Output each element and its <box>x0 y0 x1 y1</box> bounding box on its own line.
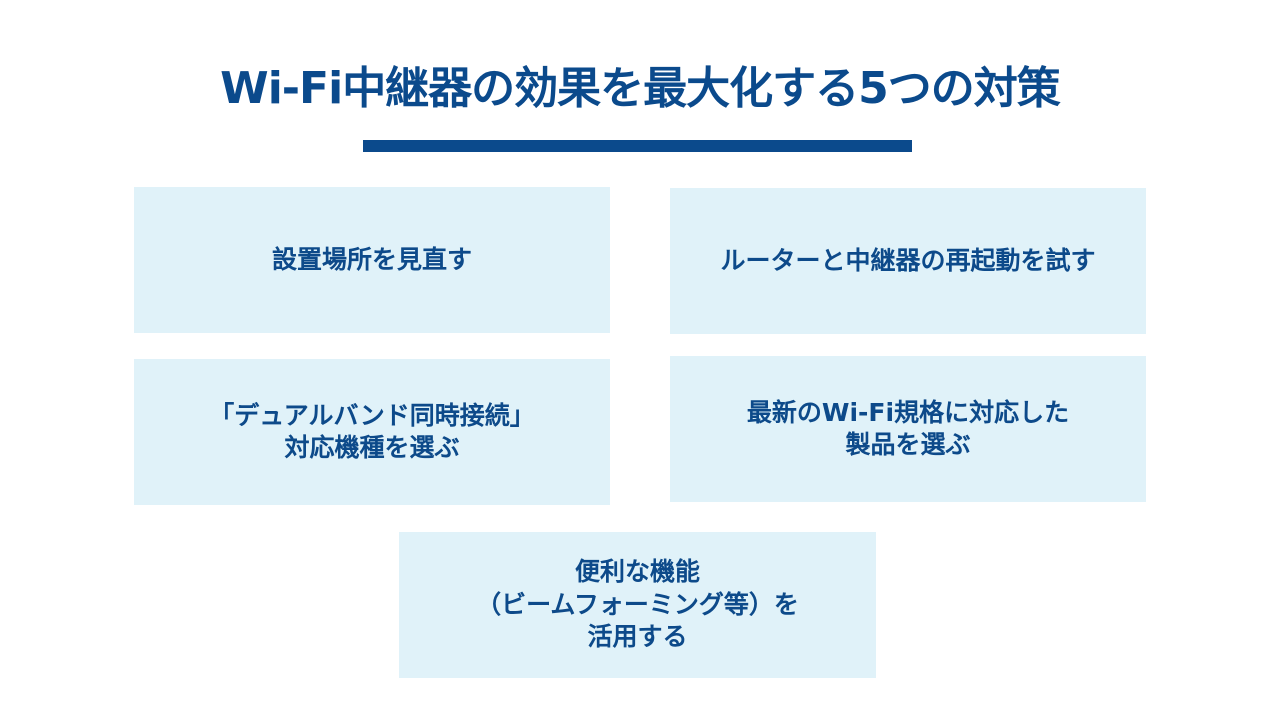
tip-text: 設置場所を見直す <box>271 244 472 274</box>
tip-box-location: 設置場所を見直す <box>134 187 610 333</box>
tip-box-dual-band: 「デュアルバンド同時接続」 対応機種を選ぶ <box>134 359 610 505</box>
title-underline <box>363 140 912 152</box>
page-title: Wi-Fi中継器の効果を最大化する5つの対策 <box>220 63 1061 114</box>
tip-text: 便利な機能 （ビームフォーミング等）を 活用する <box>476 557 799 652</box>
tip-text: 「デュアルバンド同時接続」 対応機種を選ぶ <box>209 400 535 463</box>
tip-text: ルーターと中継器の再起動を試す <box>720 245 1096 275</box>
tip-box-features: 便利な機能 （ビームフォーミング等）を 活用する <box>399 532 876 678</box>
tip-box-latest-standard: 最新のWi-Fi規格に対応した 製品を選ぶ <box>670 356 1146 502</box>
tip-box-restart: ルーターと中継器の再起動を試す <box>670 188 1146 334</box>
tip-text: 最新のWi-Fi規格に対応した 製品を選ぶ <box>746 397 1070 460</box>
